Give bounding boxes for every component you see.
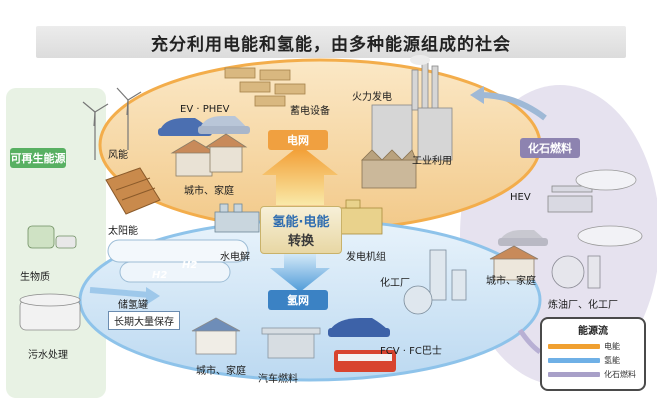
- label-generator: 发电机组: [346, 252, 386, 263]
- refinery-icon: [551, 255, 601, 289]
- house-icon-bottom: [191, 317, 241, 355]
- label-chemical-plant: 化工厂: [380, 278, 410, 289]
- battery-storage-icon: [224, 67, 306, 107]
- down-arrow: [270, 252, 330, 292]
- label-wind-power: 风能: [108, 150, 128, 161]
- up-arrow: [262, 145, 338, 205]
- legend-label-hydrogen: 氢能: [604, 356, 620, 365]
- solar-panel-icon: [105, 167, 161, 215]
- fc-bus-icon: [334, 350, 396, 372]
- label-biomass: 生物质: [20, 272, 50, 283]
- hydrogen-flow-arrowhead: [146, 287, 160, 305]
- fossil-to-hydrogen-arrow: [517, 328, 542, 355]
- sewage-icon: [19, 293, 81, 331]
- label-solar: 太阳能: [108, 226, 138, 237]
- label-industrial-use: 工业利用: [412, 156, 452, 167]
- conversion-box: 氢能·电能 转换: [260, 206, 342, 254]
- house-icon-top: [170, 133, 248, 177]
- label-city-home-right: 城市、家庭: [486, 276, 536, 287]
- fuel-station-icon: [261, 327, 321, 359]
- fossil-fuel-box: 化石燃料: [520, 138, 580, 158]
- label-long-storage: 长期大量保存: [108, 311, 180, 330]
- label-sewage: 污水处理: [28, 350, 68, 361]
- legend-swatch-hydrogen: [548, 358, 600, 363]
- legend-swatch-fossil: [548, 372, 600, 377]
- chemical-plant-icon: [403, 249, 467, 315]
- legend-item-electric: 电能: [548, 341, 620, 352]
- label-city-home-top: 城市、家庭: [184, 186, 234, 197]
- label-storage-equipment: 蓄电设备: [290, 106, 330, 117]
- hydrogen-flow-arrow: [89, 287, 151, 298]
- legend-item-hydrogen: 氢能: [548, 355, 620, 366]
- label-hev: HEV: [510, 192, 531, 203]
- fcv-car-icon: [328, 318, 390, 337]
- electric-grid-box: 电网: [268, 130, 328, 150]
- label-city-home-bottom: 城市、家庭: [196, 366, 246, 377]
- label-fcv-bus: FCV · FC巴士: [380, 346, 442, 357]
- legend-swatch-electric: [548, 344, 600, 349]
- legend-label-fossil: 化石燃料: [604, 370, 636, 379]
- generator-icon: [339, 199, 383, 235]
- label-electrolysis: 水电解: [220, 252, 250, 263]
- house-icon-right: [489, 245, 539, 281]
- factory-icon: [361, 149, 417, 189]
- hydrogen-tank-icon: [107, 239, 249, 283]
- conversion-line2: 转换: [287, 234, 314, 249]
- gas-station-icon: [547, 185, 593, 213]
- conversion-line1: 氢能·电能: [272, 215, 330, 230]
- legend-item-fossil: 化石燃料: [548, 369, 636, 380]
- label-refinery: 炼油厂、化工厂: [548, 300, 618, 311]
- diagram-title: 充分利用电能和氢能，由多种能源组成的社会: [151, 34, 511, 55]
- hydrogen-grid-box: 氢网: [268, 290, 328, 310]
- hev-car-icon: [498, 230, 548, 246]
- lng-tank-icon: [575, 169, 643, 247]
- wind-turbine-icon: [82, 87, 142, 160]
- ev-car-icon: [158, 116, 250, 136]
- title-banner: 充分利用电能和氢能，由多种能源组成的社会: [36, 26, 626, 58]
- label-ev-phev: EV · PHEV: [180, 104, 230, 115]
- legend: 能源流 电能 氢能 化石燃料: [540, 317, 646, 391]
- label-car-fuel: 汽车燃料: [258, 374, 298, 385]
- legend-label-electric: 电能: [604, 342, 620, 351]
- fossil-flow-arrow: [479, 92, 547, 121]
- label-h2-b: H2: [152, 270, 168, 281]
- renewable-energy-box: 可再生能源: [10, 148, 66, 168]
- label-thermal-power: 火力发电: [352, 92, 392, 103]
- legend-title: 能源流: [578, 326, 608, 337]
- label-tank: 储氢罐: [118, 300, 148, 311]
- fossil-flow-arrowhead: [470, 86, 484, 104]
- electrolysis-icon: [214, 203, 260, 233]
- biomass-icon: [27, 225, 77, 249]
- label-h2-a: H2: [182, 260, 198, 271]
